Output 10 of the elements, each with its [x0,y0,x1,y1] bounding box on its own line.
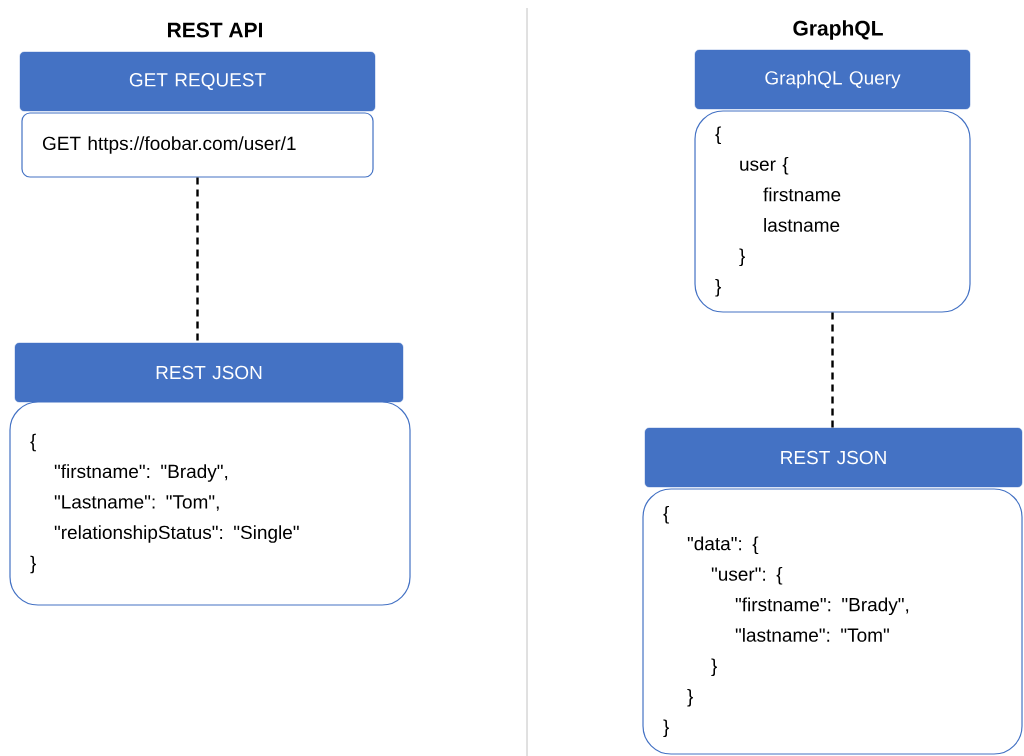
code-box: { "data": { "user": { "firstname": "Brady", "lastname": "Tom" } } } [642,488,1023,755]
code-box: { "firstname": "Brady", "Lastname": "Tom", "relationshipStatus": "Single" } [9,401,411,606]
connector-line [196,177,199,343]
header-box: REST JSON [644,427,1023,488]
header-box: REST JSON [14,342,404,403]
header-box: GraphQL Query [694,49,971,110]
header-box: GET REQUEST [19,51,376,112]
connector-line [831,312,834,428]
code-box: GET https://foobar.com/user/1 [21,112,374,178]
code-box: { user { firstname lastname } } [694,110,971,313]
